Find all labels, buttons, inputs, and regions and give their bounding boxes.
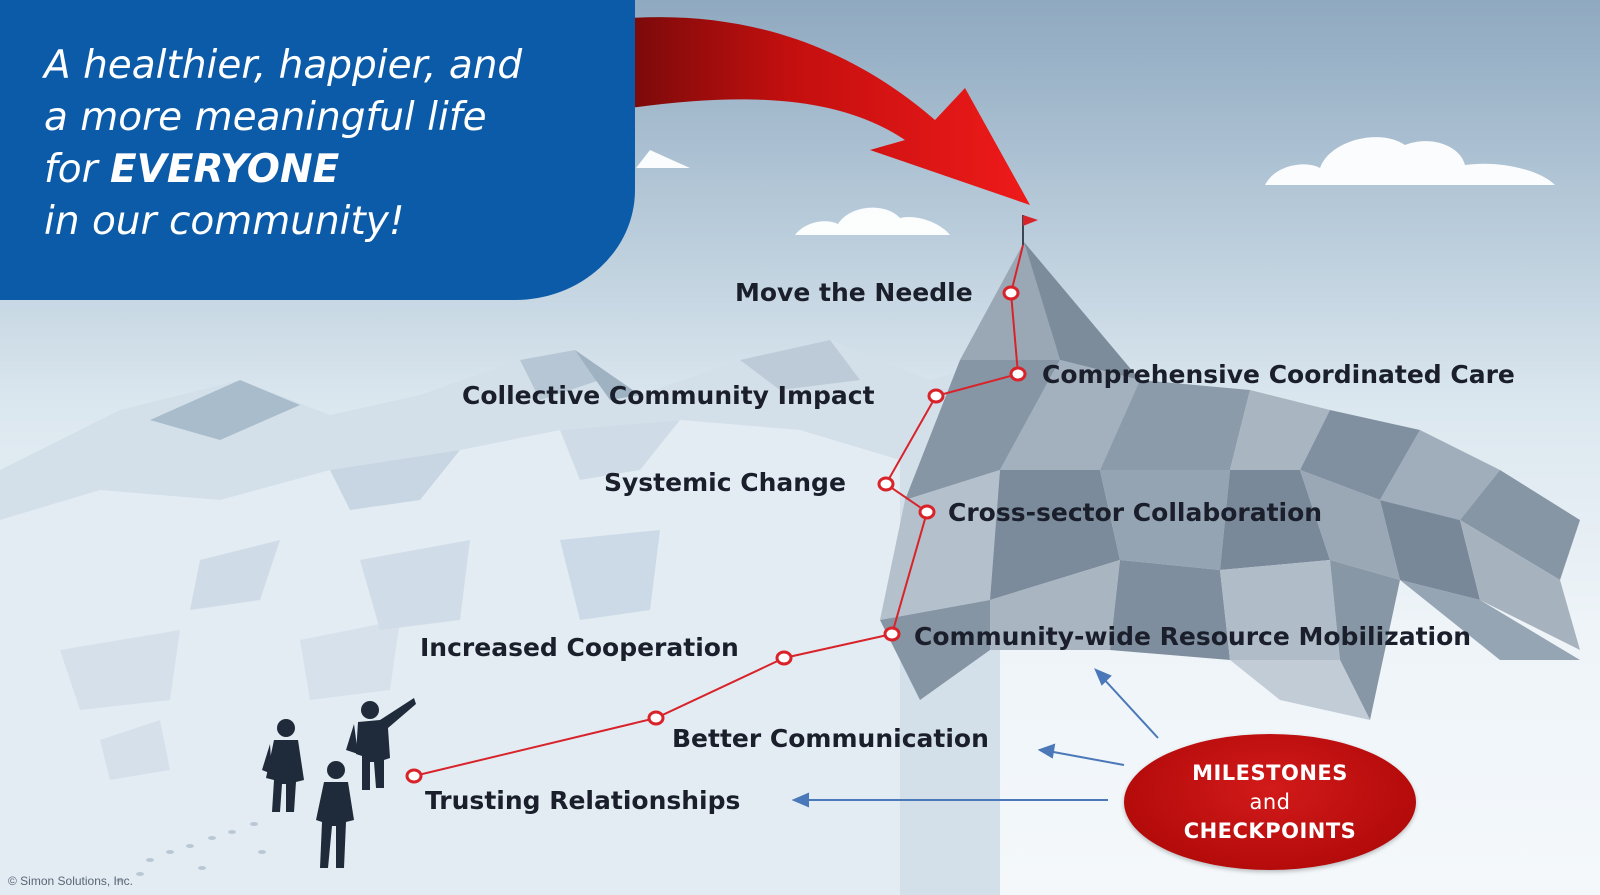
summit-flag-icon bbox=[1022, 215, 1038, 245]
headline-line-3: for EVERYONE bbox=[44, 144, 635, 196]
checkpoint-marker bbox=[927, 388, 945, 404]
checkpoint-marker bbox=[1002, 285, 1020, 301]
checkpoint-marker bbox=[775, 650, 793, 666]
milestone-systemic-change: Systemic Change bbox=[604, 468, 846, 497]
callout-line-3: CHECKPOINTS bbox=[1183, 818, 1357, 843]
headline-line-2: a more meaningful life bbox=[44, 95, 487, 140]
milestone-increased-cooperation: Increased Cooperation bbox=[420, 633, 739, 662]
callout-line-1: MILESTONES bbox=[1192, 760, 1348, 785]
milestone-coordinated-care: Comprehensive Coordinated Care bbox=[1042, 360, 1515, 389]
milestones-callout: MILESTONES and CHECKPOINTS bbox=[1124, 734, 1416, 870]
checkpoint-marker bbox=[1009, 366, 1027, 382]
milestone-cross-sector-collaboration: Cross-sector Collaboration bbox=[948, 498, 1323, 527]
headline-line-3-prefix: for bbox=[44, 147, 111, 192]
route-line bbox=[413, 244, 1024, 777]
checkpoint-marker bbox=[918, 504, 936, 520]
hikers-icon bbox=[262, 698, 416, 868]
footprints bbox=[116, 822, 266, 882]
copyright-notice: © Simon Solutions, Inc. bbox=[8, 874, 133, 888]
milestone-resource-mobilization: Community-wide Resource Mobilization bbox=[914, 622, 1472, 651]
milestone-collective-impact: Collective Community Impact bbox=[462, 381, 875, 410]
milestone-move-the-needle: Move the Needle bbox=[735, 278, 973, 307]
main-peak bbox=[880, 242, 1580, 720]
headline-banner: A healthier, happier, and a more meaning… bbox=[0, 0, 635, 300]
checkpoint-marker bbox=[883, 626, 901, 642]
callout-line-2: and bbox=[1249, 789, 1291, 814]
milestone-better-communication: Better Communication bbox=[672, 724, 989, 753]
milestone-trusting-relationships: Trusting Relationships bbox=[425, 786, 741, 815]
headline-line-4: in our community! bbox=[44, 199, 405, 244]
clouds bbox=[636, 137, 1555, 235]
checkpoint-marker bbox=[647, 710, 665, 726]
headline-emphasis: EVERYONE bbox=[110, 147, 340, 192]
callout-pointers bbox=[791, 668, 1159, 808]
checkpoint-marker bbox=[405, 768, 423, 784]
arrow-shape bbox=[630, 17, 1030, 206]
checkpoint-marker bbox=[877, 476, 895, 492]
checkpoints bbox=[405, 285, 1027, 784]
headline-line-1: A healthier, happier, and bbox=[44, 43, 523, 88]
background-mountains bbox=[0, 340, 1000, 895]
